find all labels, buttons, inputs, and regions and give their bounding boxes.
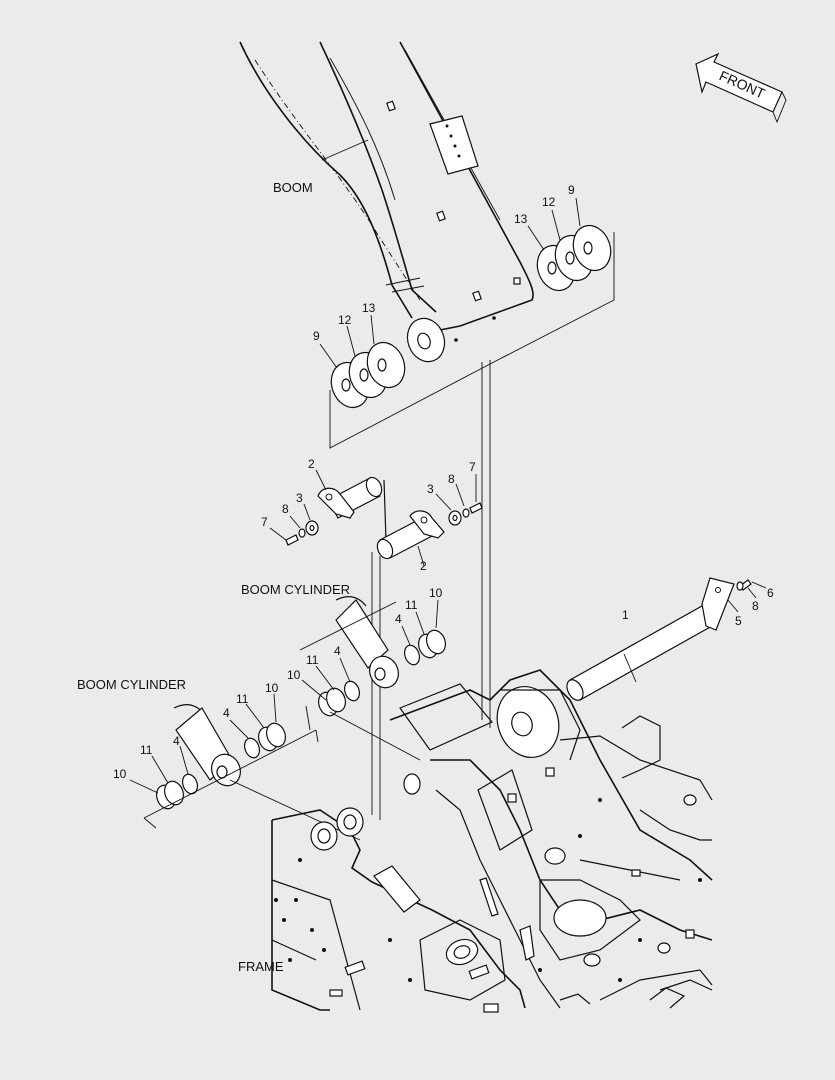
callout-4: 4 bbox=[334, 644, 341, 658]
frame-label: FRAME bbox=[238, 959, 284, 974]
hardware-left bbox=[285, 520, 319, 546]
callout-9: 9 bbox=[568, 183, 575, 197]
callout-10: 10 bbox=[287, 668, 301, 682]
callout-13: 13 bbox=[362, 301, 376, 315]
callout-13: 13 bbox=[514, 212, 528, 226]
bushing-set-middle bbox=[317, 680, 361, 717]
main-pin bbox=[566, 577, 752, 701]
boom-cylinder-upper: BOOM CYLINDER bbox=[241, 582, 399, 689]
callout-8: 8 bbox=[752, 599, 759, 613]
callout-11: 11 bbox=[236, 692, 249, 706]
callout-10: 10 bbox=[113, 767, 127, 781]
boom-body: BOOM bbox=[239, 41, 534, 363]
callout-4: 4 bbox=[223, 706, 230, 720]
callout-8: 8 bbox=[282, 502, 289, 516]
callout-7: 7 bbox=[261, 515, 268, 529]
bushing-set-lower-left bbox=[155, 773, 199, 810]
bushing-set-upper bbox=[299, 601, 447, 731]
callout-10: 10 bbox=[429, 586, 443, 600]
boom-label: BOOM bbox=[273, 180, 313, 195]
boom-cylinder-lower: BOOM CYLINDER bbox=[77, 677, 241, 787]
callout-11: 11 bbox=[140, 743, 153, 757]
front-arrow-icon: FRONT bbox=[695, 52, 787, 124]
callout-6: 6 bbox=[767, 586, 774, 600]
callout-12: 12 bbox=[542, 195, 556, 209]
callout-10: 10 bbox=[265, 681, 279, 695]
callout-8: 8 bbox=[448, 472, 455, 486]
callout-numbers: 9 12 13 13 12 9 2 2 3 8 7 3 8 7 1 5 8 6 … bbox=[113, 183, 774, 781]
boom-cylinder-lower-label: BOOM CYLINDER bbox=[77, 677, 186, 692]
pin-upper bbox=[317, 476, 387, 541]
callout-7: 7 bbox=[469, 460, 476, 474]
callout-5: 5 bbox=[735, 614, 742, 628]
callout-1: 1 bbox=[622, 608, 629, 622]
callout-12: 12 bbox=[338, 313, 352, 327]
frame-structure: FRAME bbox=[238, 669, 713, 1013]
leader-lines bbox=[129, 197, 767, 794]
callout-9: 9 bbox=[313, 329, 320, 343]
callout-11: 11 bbox=[405, 598, 418, 612]
pin-lower bbox=[376, 510, 445, 560]
callout-4: 4 bbox=[395, 612, 402, 626]
callout-11: 11 bbox=[306, 653, 319, 667]
lower-group-outline bbox=[143, 729, 319, 829]
hardware-right bbox=[448, 502, 483, 526]
callout-2: 2 bbox=[420, 559, 427, 573]
callout-3: 3 bbox=[296, 491, 303, 505]
shim-stack-right bbox=[536, 224, 612, 292]
callout-4: 4 bbox=[173, 734, 180, 748]
boom-cylinder-upper-label: BOOM CYLINDER bbox=[241, 582, 350, 597]
callout-2: 2 bbox=[308, 457, 315, 471]
callout-3: 3 bbox=[427, 482, 434, 496]
bushing-set-lower-right bbox=[243, 722, 287, 759]
shim-stack-left bbox=[330, 341, 406, 409]
